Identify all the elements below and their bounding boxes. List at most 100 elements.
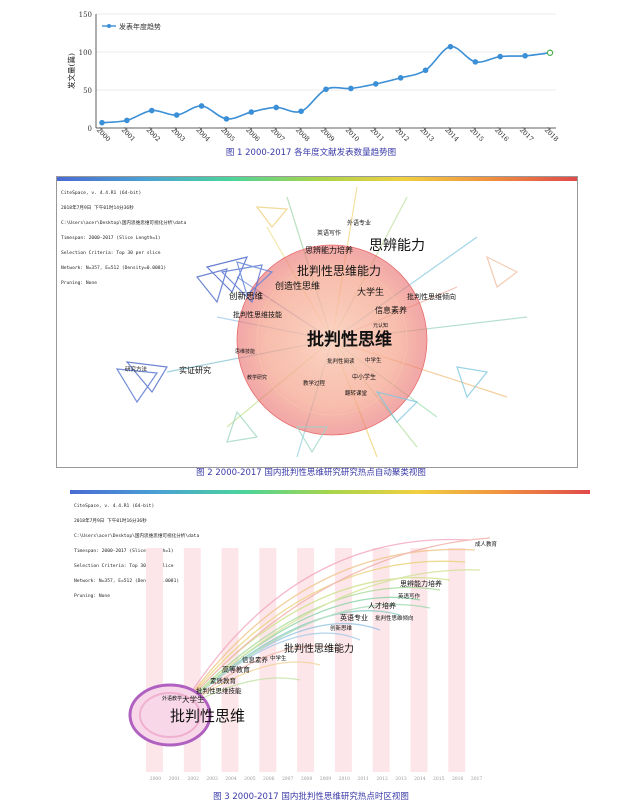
year-label: 2014 <box>414 776 426 782</box>
year-band <box>221 548 239 772</box>
x-tick-label: 2013 <box>418 126 435 143</box>
year-label: 2012 <box>376 776 388 782</box>
meta-line: 2018年7月9日 下午01时16分36秒 <box>74 519 147 524</box>
year-label: 2016 <box>452 776 464 782</box>
figure-2-caption: 图 2 2000-2017 国内批判性思维研究研究热点自动聚类视图 <box>196 468 426 478</box>
keyword-label: 批判性思维倾向 <box>375 614 414 622</box>
keyword-label: 批判性思维能力 <box>297 263 381 278</box>
keyword-label: 英语写作 <box>398 592 421 600</box>
keyword-label: 思辨能力 <box>369 238 425 254</box>
data-point <box>173 112 180 118</box>
x-tick-label: 2012 <box>393 126 410 143</box>
year-label: 2004 <box>225 776 237 782</box>
hub-ring <box>256 264 408 416</box>
keyword-label: 教学研究 <box>247 374 267 381</box>
x-tick-label: 2014 <box>443 126 460 143</box>
keyword-label: 外语专业 <box>347 219 371 227</box>
x-tick-label: 2010 <box>344 126 361 143</box>
year-band <box>334 548 352 772</box>
legend-marker <box>107 24 111 28</box>
year-bands <box>146 548 466 772</box>
data-point <box>323 86 329 93</box>
keyword-label: 中学生 <box>365 356 382 364</box>
keyword-label: 翻转课堂 <box>345 389 368 397</box>
cluster-triangles <box>115 206 519 454</box>
year-label: 2013 <box>395 776 407 782</box>
year-label: 2007 <box>282 776 294 782</box>
data-point <box>223 116 230 122</box>
data-point <box>273 104 280 111</box>
keyword-label: 中小学生 <box>352 373 376 381</box>
figure-3-caption: 图 3 2000-2017 国内批判性思维研究热点时区视图 <box>213 792 409 802</box>
data-point <box>372 81 379 87</box>
keyword-label: 元认知 <box>373 322 388 329</box>
x-tick-label: 2001 <box>120 126 137 143</box>
y-tick-label: 150 <box>79 11 92 19</box>
meta-line: CiteSpace, v. 4.4.R1 (64-bit) <box>74 504 155 509</box>
citespace-meta: CiteSpace, v. 4.4.R1 (64-bit) 2018年7月9日 … <box>61 181 186 296</box>
x-tick-label: 2018 <box>543 126 560 143</box>
keyword-label: 创新思维 <box>330 624 353 632</box>
figure-2-panel: CiteSpace, v. 4.4.R1 (64-bit) 2018年7月9日 … <box>56 176 578 468</box>
year-label: 2000 <box>150 776 162 782</box>
y-axis-label: 发文量(篇) <box>66 53 76 89</box>
data-point <box>472 59 479 65</box>
keyword-label: 实证研究 <box>179 365 211 375</box>
data-point <box>298 108 304 115</box>
year-band <box>448 548 466 772</box>
meta-line: Pruning: None <box>74 594 110 599</box>
x-tick-label: 2005 <box>219 126 236 143</box>
keyword-label: 批判性思维技能 <box>196 686 242 695</box>
year-label: 2017 <box>471 776 483 782</box>
legend-label: 发表年度趋势 <box>119 22 161 31</box>
main-hub-node <box>236 244 428 436</box>
year-band <box>259 548 277 772</box>
keyword-label: 研究方法 <box>125 365 148 373</box>
figure-1-caption: 图 1 2000-2017 各年度文献发表数量趋势图 <box>225 148 397 158</box>
meta-line: Selection Criteria: Top 30 per slice <box>61 251 161 256</box>
x-tick-label: 2004 <box>194 126 211 143</box>
x-tick-label: 2008 <box>294 126 311 143</box>
year-label: 2010 <box>339 776 351 782</box>
keyword-label: 创新思维 <box>229 291 264 302</box>
x-tick-label: 2015 <box>468 126 485 143</box>
meta-line: C:\Users\acer\Desktop\国内思维思维可视化分析\data <box>61 221 187 226</box>
x-tick-label: 2002 <box>145 126 162 143</box>
keyword-label: 思辨能力培养 <box>305 245 353 255</box>
data-point <box>447 43 454 50</box>
keyword-label: 人才培养 <box>368 601 396 610</box>
keyword-label: 素质教育 <box>210 676 237 685</box>
year-label: 2003 <box>206 776 218 782</box>
keyword-labels: 批判性思维 思辨能力 批判性思维能力 创新思维 大学生 创造性思维 思辨能力培养… <box>125 219 456 397</box>
keyword-label: 外语教学 <box>162 695 182 702</box>
year-label: 2009 <box>320 776 332 782</box>
meta-line: C:\Users\acer\Desktop\国内思维思维可视化分析\data <box>74 534 200 539</box>
keyword-label: 批判性阅读 <box>327 357 355 365</box>
year-label: 2011 <box>357 776 369 782</box>
data-point <box>522 52 528 59</box>
data-point <box>422 67 429 74</box>
keyword-label: 大学生 <box>357 286 384 298</box>
keyword-label: 高等教育 <box>222 665 250 674</box>
keyword-label: 信息素养 <box>375 305 407 315</box>
year-label: 2006 <box>263 776 275 782</box>
x-tick-label: 2017 <box>518 126 535 143</box>
keyword-label: 创造性思维 <box>275 280 320 292</box>
main-hub-node <box>128 683 212 747</box>
keyword-label: 中学生 <box>270 654 287 662</box>
keyword-label: 教学过程 <box>303 379 326 387</box>
data-point <box>397 75 404 81</box>
timeline-arcs <box>179 537 491 711</box>
year-band <box>372 548 390 772</box>
meta-line: CiteSpace, v. 4.4.R1 (64-bit) <box>61 191 142 196</box>
year-label: 2015 <box>433 776 445 782</box>
x-tick-label: 2016 <box>493 126 510 143</box>
timeline-color-bar <box>70 490 590 494</box>
keyword-labels: 成人教育 思辨能力培养 英语写作 人才培养 英语专业 批判性思维倾向 创新思维 … <box>162 540 498 725</box>
keyword-label: 批判性思维倾向 <box>407 292 456 301</box>
timeline-color-bar <box>57 177 577 181</box>
